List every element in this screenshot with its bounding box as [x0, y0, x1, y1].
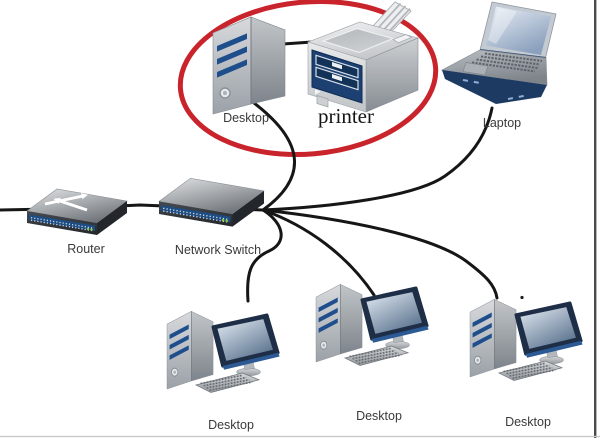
label-desktop-1: Desktop: [208, 418, 254, 432]
laptop-device: [440, 1, 557, 104]
printer-output-slot: [392, 34, 413, 44]
label-desktop-3: Desktop: [505, 415, 551, 429]
right-border-line: [594, 0, 597, 438]
printer-tray: [315, 54, 359, 79]
cable-laptop: [261, 106, 494, 212]
cable-desktop-3: [261, 208, 499, 300]
label-desktop-2: Desktop: [356, 409, 402, 423]
cable-desktop-top: [248, 98, 297, 212]
cable-desktop-printer: [281, 40, 314, 46]
labels: Router Network Switch Desktop printer La…: [67, 104, 551, 432]
label-network-switch: Network Switch: [175, 243, 261, 257]
label-printer: printer: [318, 104, 374, 128]
label-desktop-top: Desktop: [223, 111, 269, 125]
label-router: Router: [67, 242, 105, 256]
cable-desktop-1: [246, 208, 283, 303]
router-arrows-icon: [44, 193, 88, 212]
bottom-border-line: [0, 435, 600, 438]
cable-desktop-2: [261, 208, 376, 297]
laptop-touchpad: [462, 62, 489, 76]
printer-device: [307, 1, 419, 113]
ink-speck: [520, 295, 524, 300]
laptop-front-rim: [442, 70, 547, 104]
router-device: [26, 188, 128, 236]
printer-arrow-mark: [315, 89, 321, 95]
laptop-screen: [486, 6, 551, 55]
highlight-ellipse: [177, 0, 439, 158]
label-laptop: Laptop: [483, 116, 521, 130]
printer-tray: [315, 66, 359, 91]
laptop-keyboard: [471, 52, 543, 73]
